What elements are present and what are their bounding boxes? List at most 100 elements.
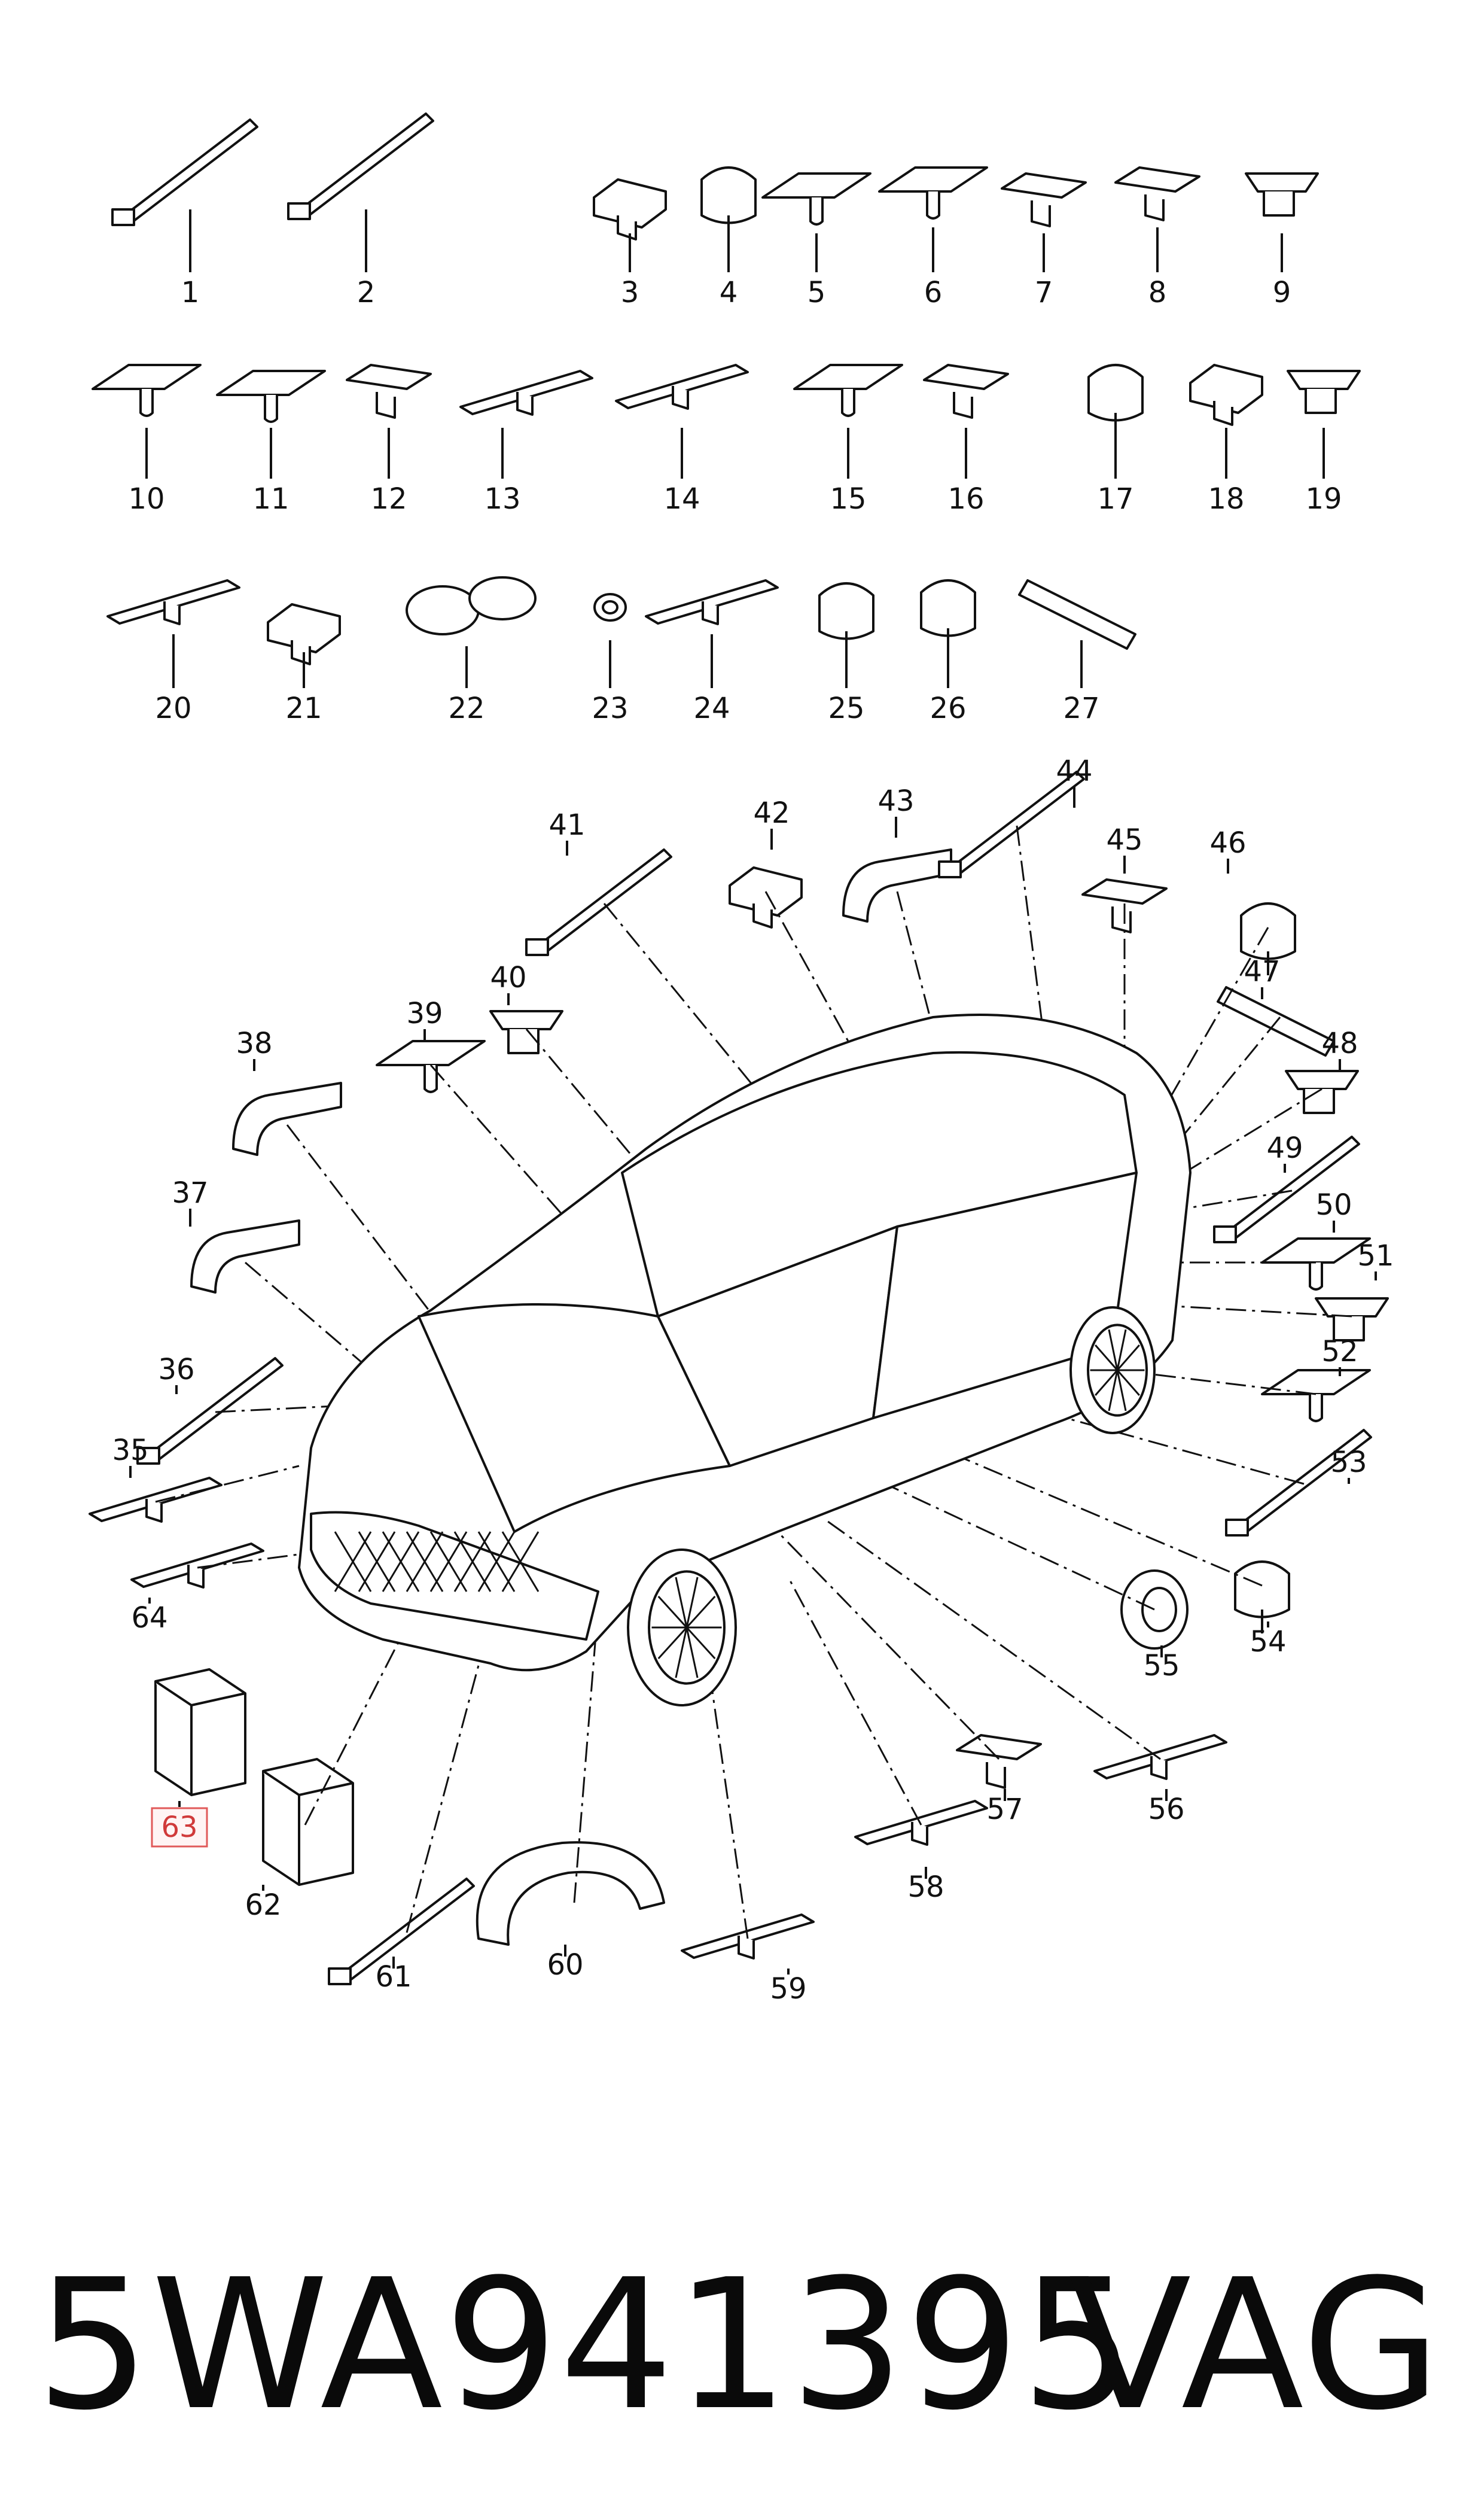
- part-label-62: 62: [245, 1888, 281, 1922]
- part-label-16: 16: [947, 482, 984, 516]
- part-label-15: 15: [830, 482, 866, 516]
- part-label-54: 54: [1250, 1625, 1286, 1659]
- part-44: [938, 771, 1085, 878]
- part-label-11: 11: [252, 482, 289, 516]
- part-label-13: 13: [484, 482, 520, 516]
- part-52: [1261, 1369, 1371, 1422]
- location-line-43: [896, 891, 934, 1030]
- location-line-49: [1184, 1189, 1293, 1210]
- location-line-36: [215, 1405, 336, 1413]
- car-body-panel-6: [310, 1511, 599, 1641]
- footer: 5WA941395 VAG: [0, 2226, 1484, 2465]
- part-46: [1240, 902, 1296, 975]
- location-line-42: [764, 891, 863, 1066]
- car-wheel-2: [1069, 1306, 1156, 1434]
- part-label-20: 20: [155, 692, 191, 725]
- part-label-6: 6: [924, 276, 943, 309]
- part-1: [111, 118, 258, 226]
- part-label-37: 37: [172, 1176, 208, 1210]
- location-line-53: [1022, 1405, 1305, 1485]
- part-label-64: 64: [131, 1601, 167, 1635]
- part-64: [130, 1543, 264, 1589]
- part-36: [136, 1357, 284, 1465]
- part-15: [793, 364, 903, 417]
- part-41: [525, 848, 672, 956]
- part-label-4: 4: [720, 276, 738, 309]
- part-17: [1087, 364, 1144, 437]
- brand-name: VAG: [1068, 2241, 1442, 2450]
- highlight-box: [151, 1807, 208, 1848]
- part-7: [1001, 172, 1087, 227]
- location-line-41: [603, 903, 767, 1102]
- part-label-56: 56: [1148, 1793, 1184, 1826]
- part-label-9: 9: [1273, 276, 1291, 309]
- part-48: [1285, 1070, 1359, 1114]
- part-20: [106, 579, 240, 625]
- location-line-35: [155, 1465, 300, 1503]
- part-63: [154, 1668, 246, 1796]
- part-label-3: 3: [621, 276, 639, 309]
- part-49: [1213, 1136, 1360, 1243]
- part-40: [489, 1010, 563, 1054]
- part-18: [1189, 364, 1263, 426]
- part-label-23: 23: [592, 692, 628, 725]
- part-label-59: 59: [770, 1972, 806, 2006]
- part-label-27: 27: [1063, 692, 1099, 725]
- part-43: [842, 848, 952, 923]
- location-line-46: [1153, 927, 1269, 1125]
- part-label-12: 12: [370, 482, 407, 516]
- part-2: [287, 112, 434, 220]
- car-body-panel-5: [418, 1303, 731, 1533]
- part-label-25: 25: [828, 692, 864, 725]
- part-9: [1245, 172, 1319, 217]
- part-label-58: 58: [907, 1870, 944, 1904]
- car-wheel-1: [627, 1548, 737, 1706]
- part-label-51: 51: [1357, 1239, 1394, 1273]
- location-line-58: [788, 1579, 922, 1826]
- part-19: [1287, 370, 1361, 414]
- car-grille: [334, 1531, 540, 1592]
- part-11: [216, 370, 326, 423]
- part-label-1: 1: [181, 276, 200, 309]
- part-12: [346, 364, 432, 419]
- location-line-56: [825, 1519, 1161, 1760]
- car-body-panel-2: [621, 1051, 1138, 1318]
- part-label-45: 45: [1106, 823, 1142, 857]
- part-23: [593, 593, 627, 622]
- part-56: [1093, 1734, 1227, 1780]
- part-label-19: 19: [1305, 482, 1342, 516]
- part-57: [956, 1734, 1042, 1789]
- part-label-17: 17: [1097, 482, 1133, 516]
- part-label-18: 18: [1208, 482, 1244, 516]
- part-25: [818, 582, 874, 655]
- part-5: [761, 172, 871, 226]
- part-label-53: 53: [1330, 1446, 1367, 1479]
- part-37: [190, 1219, 300, 1294]
- part-60: [476, 1841, 665, 1946]
- part-label-61: 61: [375, 1960, 412, 1994]
- part-6: [878, 166, 988, 220]
- part-45: [1081, 878, 1168, 933]
- part-label-21: 21: [285, 692, 322, 725]
- part-label-48: 48: [1321, 1027, 1358, 1060]
- location-line-37: [245, 1261, 371, 1371]
- location-line-40: [525, 1029, 647, 1173]
- part-27: [1018, 579, 1136, 650]
- part-3: [593, 178, 667, 241]
- part-24: [645, 579, 779, 625]
- part-label-47: 47: [1244, 955, 1280, 988]
- part-label-41: 41: [548, 808, 585, 842]
- part-label-44: 44: [1056, 755, 1092, 788]
- part-label-10: 10: [128, 482, 164, 516]
- part-8: [1114, 166, 1200, 221]
- location-line-38: [286, 1124, 444, 1329]
- part-label-50: 50: [1315, 1188, 1352, 1222]
- part-13: [459, 370, 593, 416]
- location-line-44: [1016, 825, 1054, 1108]
- part-62: [262, 1758, 354, 1886]
- part-14: [615, 364, 749, 410]
- part-label-46: 46: [1209, 826, 1246, 860]
- part-10: [92, 364, 202, 417]
- location-line-54: [938, 1447, 1263, 1587]
- part-54: [1234, 1560, 1290, 1633]
